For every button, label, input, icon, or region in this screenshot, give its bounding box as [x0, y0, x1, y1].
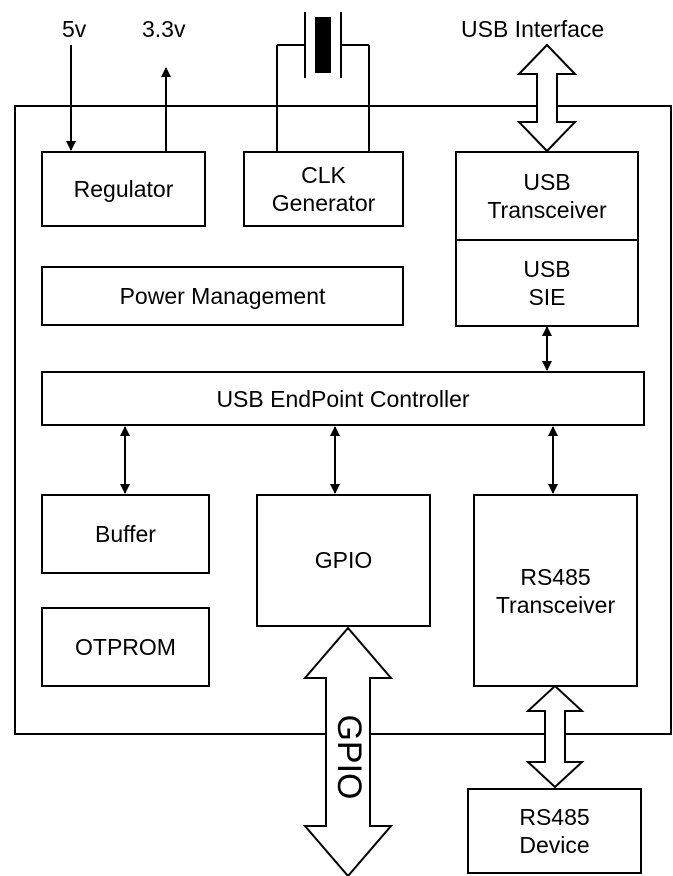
otprom-label: OTPROM	[75, 634, 176, 660]
buffer-label: Buffer	[95, 521, 156, 547]
power-management-label: Power Management	[119, 283, 326, 309]
power-management-block: Power Management	[41, 266, 404, 326]
usb-interface-arrow	[516, 43, 578, 153]
3v3-label: 3.3v	[142, 16, 186, 42]
rs485-link-arrow	[525, 684, 585, 789]
usb-sie-label-2: SIE	[528, 284, 566, 310]
crystal-icon	[276, 12, 370, 153]
rs485-device-label-2: Device	[519, 832, 590, 858]
rs485-device-label-1: RS485	[519, 804, 590, 830]
usb-sie-block: USB SIE	[455, 239, 639, 327]
rs485-transceiver-label-2: Transceiver	[495, 591, 616, 618]
endpoint-controller-block: USB EndPoint Controller	[41, 371, 645, 426]
rs485-transceiver-block: RS485 Transceiver	[473, 494, 638, 687]
gpio-label: GPIO	[314, 547, 373, 573]
regulator-label: Regulator	[73, 176, 174, 202]
clk-generator-block: CLK Generator	[243, 151, 404, 227]
rs485-transceiver-label-1: RS485	[520, 563, 591, 590]
otprom-block: OTPROM	[41, 607, 210, 687]
usb-transceiver-label-2: Transceiver	[487, 197, 607, 223]
usb-interface-label: USB Interface	[461, 16, 605, 42]
buffer-block: Buffer	[41, 494, 210, 574]
rs485-device-block: RS485 Device	[467, 788, 642, 874]
clk-generator-label-2: Generator	[271, 190, 376, 216]
clk-generator-label-1: CLK	[301, 162, 346, 188]
5v-label: 5v	[62, 16, 87, 42]
regulator-block: Regulator	[41, 151, 206, 227]
gpio-block: GPIO	[256, 494, 431, 627]
gpio-arrow-label: GPIO	[330, 714, 368, 800]
endpoint-controller-label: USB EndPoint Controller	[216, 385, 470, 412]
usb-transceiver-label-1: USB	[523, 169, 571, 195]
usb-sie-label-1: USB	[523, 256, 571, 282]
usb-transceiver-block: USB Transceiver	[455, 151, 639, 241]
